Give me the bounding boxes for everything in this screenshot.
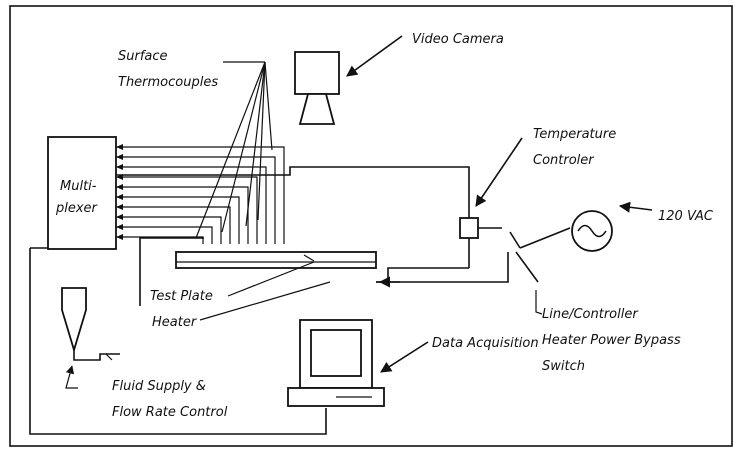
thermocouple-wire-arrow xyxy=(116,184,123,190)
thermocouple-pointers xyxy=(195,61,273,239)
video-camera-label: Video Camera xyxy=(412,32,504,47)
computer-icon xyxy=(287,319,385,407)
thermocouple-wire xyxy=(116,186,249,244)
thermocouple-wire-arrow xyxy=(116,214,123,220)
thermocouple-wire xyxy=(116,216,222,244)
wiring xyxy=(116,166,509,306)
heater-label: Heater xyxy=(152,315,198,330)
thermocouple-wire xyxy=(116,206,231,244)
thermocouple-wire xyxy=(116,176,258,244)
thermocouple-wire-arrow xyxy=(116,154,123,160)
fluid-reservoir-icon xyxy=(61,287,120,361)
power-source-label: 120 VAC xyxy=(658,209,714,224)
thermocouple-wire xyxy=(116,146,285,244)
fluid-supply-label-1: Fluid Supply & xyxy=(112,379,206,394)
multiplexer: Multi- plexer xyxy=(47,136,117,250)
power-source-pointer xyxy=(618,201,653,213)
bypass-switch-pointer xyxy=(535,290,543,315)
video-camera-icon xyxy=(294,51,340,125)
temperature-controller-label-2: Controler xyxy=(533,153,595,168)
fluid-supply-label-2: Flow Rate Control xyxy=(112,405,228,420)
fluid-supply-pointer xyxy=(65,365,78,389)
surface-thermocouples-label-1: Surface xyxy=(118,49,168,64)
multiplexer-label-2: plexer xyxy=(55,201,99,216)
test-plate-heater xyxy=(175,251,377,269)
bypass-switch-label-2: Heater Power Bypass xyxy=(542,333,681,348)
temperature-controller-pointer xyxy=(475,137,523,207)
thermocouple-wire xyxy=(116,226,213,244)
thermocouple-wire-arrow xyxy=(116,224,123,230)
thermocouple-wire xyxy=(116,236,204,244)
temperature-controller-label-1: Temperature xyxy=(533,127,616,142)
temperature-controller xyxy=(459,210,479,268)
diagram-frame xyxy=(9,5,733,447)
thermocouple-wire xyxy=(116,156,276,244)
thermocouple-wire-arrow xyxy=(116,194,123,200)
thermocouple-wire-arrow xyxy=(116,204,123,210)
video-camera-pointer xyxy=(346,35,403,77)
ac-source-icon xyxy=(571,210,613,252)
thermocouple-wire-arrow xyxy=(116,164,123,170)
thermocouple-wires xyxy=(116,144,285,244)
data-acquisition-pointer xyxy=(380,341,429,373)
fluid-return-line xyxy=(29,248,327,435)
heater-pointer xyxy=(199,281,331,321)
bypass-switch-label-3: Switch xyxy=(542,359,585,374)
surface-thermocouples-label-2: Thermocouples xyxy=(118,75,218,90)
thermocouple-wire xyxy=(116,196,240,244)
thermocouple-wire-arrow xyxy=(116,144,123,150)
test-plate-label: Test Plate xyxy=(150,289,213,304)
multiplexer-label-1: Multi- xyxy=(60,179,97,194)
thermocouple-wire xyxy=(116,166,267,244)
data-acquisition-label: Data Acquisition xyxy=(432,336,539,351)
bypass-switch-label-1: Line/Controller xyxy=(542,307,639,322)
test-plate-pointer xyxy=(227,261,315,297)
bypass-switch xyxy=(478,227,571,283)
thermocouple-wire-arrow xyxy=(116,234,123,240)
